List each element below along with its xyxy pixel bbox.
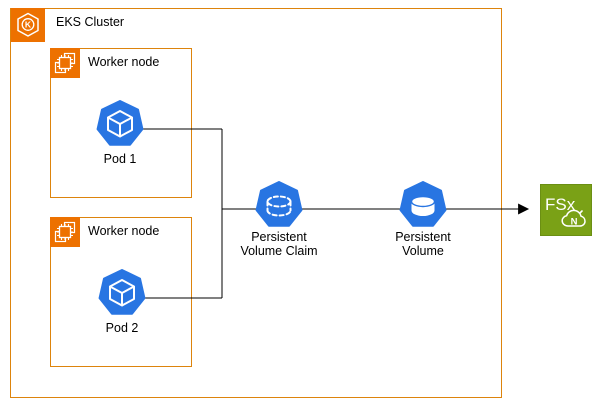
kubernetes-pod-icon [98, 269, 146, 315]
pvc-label: Persistent Volume Claim [234, 230, 324, 258]
pod-1-label: Pod 1 [103, 152, 137, 166]
worker-node-2-box [50, 217, 192, 367]
fsx-badge-letter: N [571, 217, 578, 228]
worker-node-1-label: Worker node [88, 55, 160, 69]
worker-node-2-label: Worker node [88, 224, 160, 238]
fsx-label-text: FSx [545, 195, 576, 214]
pv-label: Persistent Volume [378, 230, 468, 258]
ec2-instance-icon [50, 48, 80, 78]
eks-cluster-box [10, 8, 502, 398]
fsx-netapp-ontap-icon: FSx N [540, 184, 592, 236]
pod-2-label: Pod 2 [105, 321, 139, 335]
eks-icon-letter: K [25, 20, 32, 30]
kubernetes-pod-icon [96, 100, 144, 146]
kubernetes-pv-icon [399, 181, 447, 227]
cluster-label: EKS Cluster [56, 15, 125, 29]
pvc-label-line2: Volume Claim [240, 244, 318, 258]
worker-node-1-box [50, 48, 192, 198]
eks-icon: K [11, 8, 45, 42]
pvc-label-line1: Persistent [251, 230, 307, 244]
pv-label-line2: Volume [402, 244, 444, 258]
pv-label-line1: Persistent [395, 230, 451, 244]
ec2-instance-icon [50, 217, 80, 247]
kubernetes-pvc-icon [255, 181, 303, 227]
